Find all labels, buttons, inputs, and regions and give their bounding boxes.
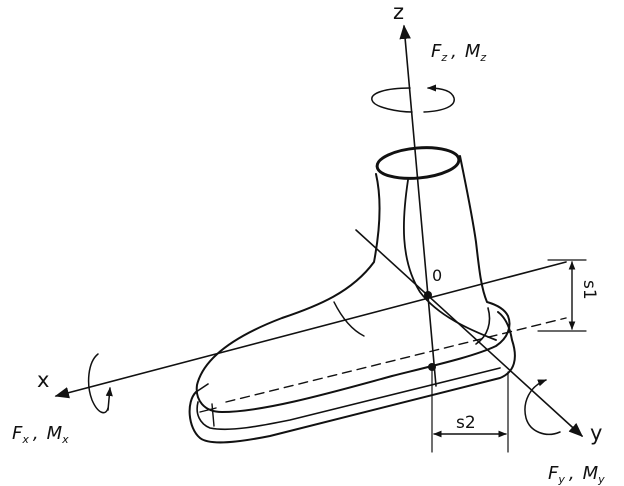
s1-dimension xyxy=(537,259,587,332)
s2-dimension xyxy=(431,369,509,453)
x-axis-line xyxy=(54,261,567,399)
z-load-label: Fz,Mz xyxy=(431,41,486,64)
z-axis-line xyxy=(399,24,437,387)
axis-lines xyxy=(54,24,584,437)
z-axis-label: z xyxy=(393,0,404,24)
moment-arrow-y xyxy=(524,379,561,436)
lower-reference-line xyxy=(225,317,567,403)
sole-reference-point xyxy=(428,363,436,371)
s2-label: s2 xyxy=(456,413,476,433)
svg-text:Fx,Mx: Fx,Mx xyxy=(12,423,69,446)
foot-body xyxy=(195,146,511,413)
x-axis-label: x xyxy=(37,368,49,392)
s1-label: s1 xyxy=(579,280,599,300)
y-axis-label: y xyxy=(590,421,602,445)
moment-arrow-x xyxy=(87,353,113,414)
origin-point xyxy=(424,291,432,299)
y-load-label: Fy,My xyxy=(548,463,605,486)
origin-label: 0 xyxy=(432,266,442,285)
svg-text:Fy,My: Fy,My xyxy=(548,463,605,486)
moment-arrow-z xyxy=(371,88,455,113)
y-axis-line xyxy=(355,229,584,437)
svg-text:Fz,Mz: Fz,Mz xyxy=(431,41,486,64)
svg-text:s1: s1 xyxy=(579,280,599,300)
x-load-label: Fx,Mx xyxy=(12,423,69,446)
